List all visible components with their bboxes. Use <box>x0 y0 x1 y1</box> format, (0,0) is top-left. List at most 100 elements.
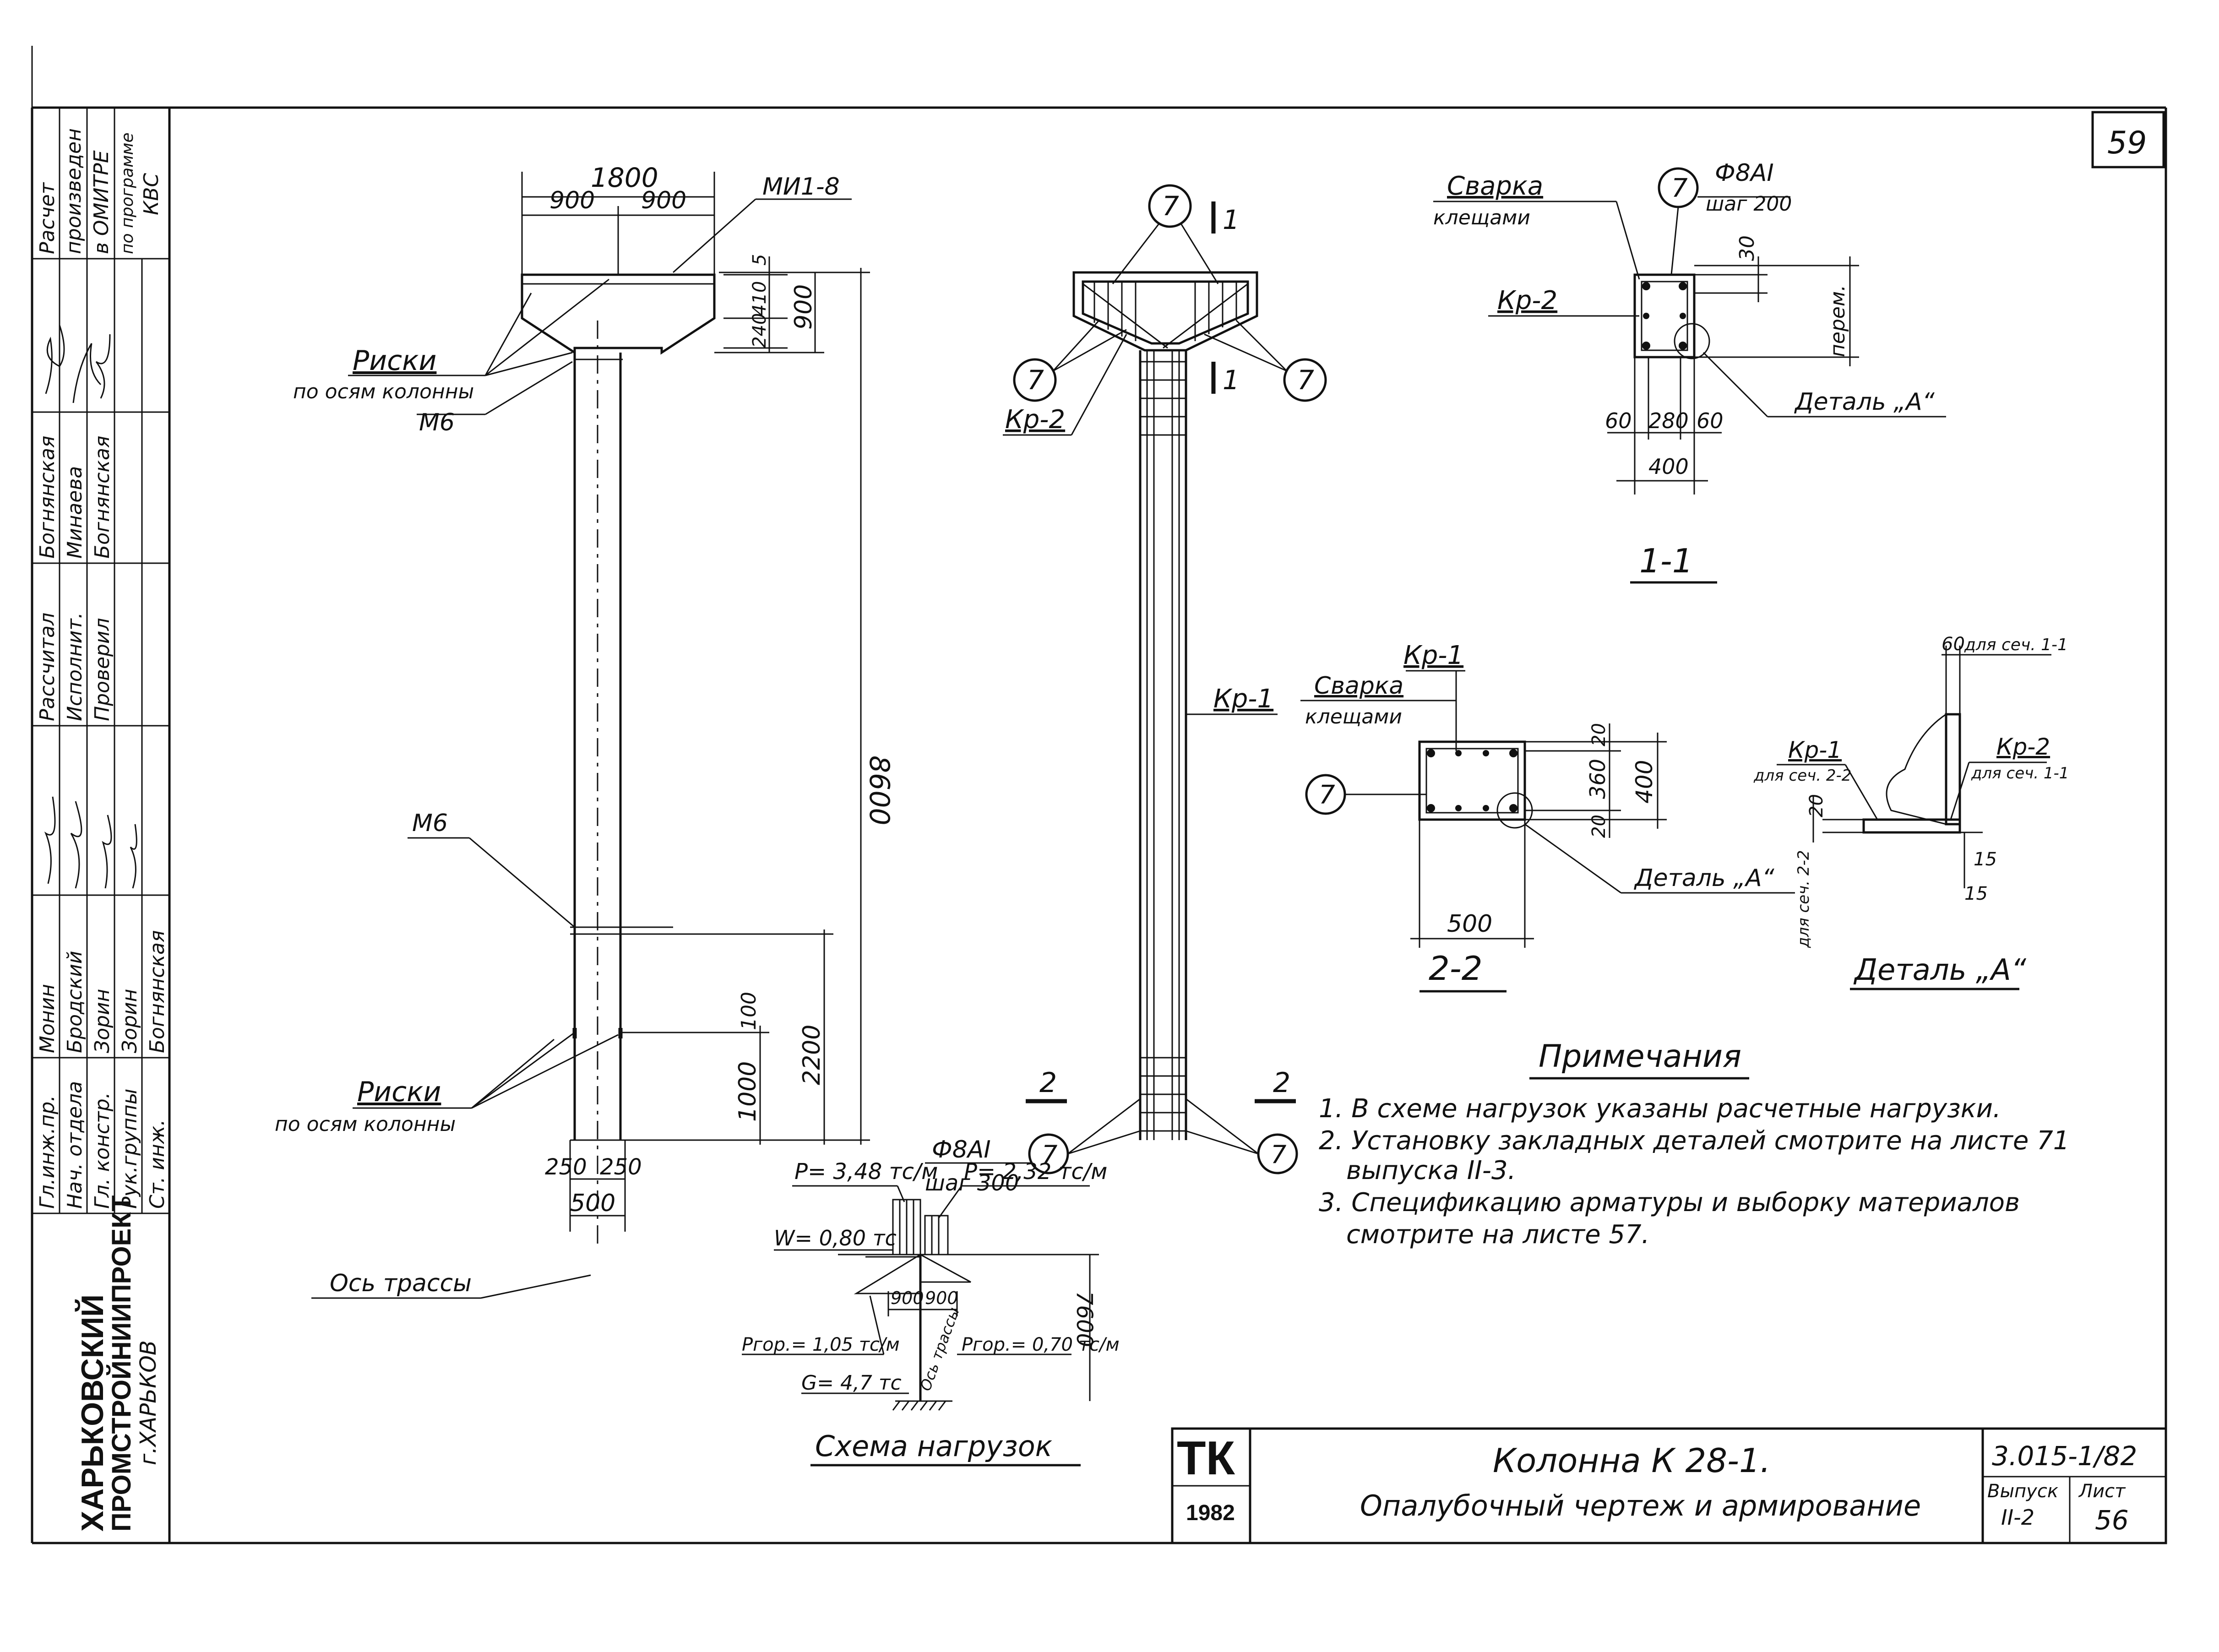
stamp-name: Монин <box>36 984 59 1053</box>
shaft-stirrups-bottom <box>1140 1057 1186 1132</box>
stamp-approval-line3: в ОМИТРЕ <box>90 150 113 254</box>
dim-250-right: 250 <box>600 1154 642 1180</box>
label-riski-top: Риски <box>353 345 436 377</box>
shaft-stirrups-top <box>1140 361 1186 436</box>
title-year: 1982 <box>1186 1501 1235 1525</box>
stamp-approval-line5: КВС <box>140 173 163 215</box>
title-sec11: 1-1 <box>1639 542 1693 580</box>
title-sec22: 2-2 <box>1429 949 1483 988</box>
label-kr2-sec11: Кр-2 <box>1497 286 1557 315</box>
label-for-11-top: для сеч. 1-1 <box>1964 636 2068 654</box>
dim-500: 500 <box>570 1190 615 1217</box>
note-2: 2. Установку закладных деталей смотрите … <box>1319 1126 2069 1156</box>
stamp-approval-line4: по программе <box>118 132 137 254</box>
sec-1-mark-top: 1 <box>1223 204 1240 235</box>
load-p-left: P= 3,48 тс/м <box>794 1159 938 1185</box>
label-for-11: для сеч. 1-1 <box>1971 764 2069 783</box>
dim-900: 900 <box>790 284 817 330</box>
label-weld-22: Сварка <box>1314 672 1403 700</box>
support-hatch <box>892 1401 946 1411</box>
dim-280-sec11: 280 <box>1648 408 1689 433</box>
load-w: W= 0,80 тс <box>774 1226 897 1250</box>
label-kr1-sec22: Кр-1 <box>1403 641 1463 670</box>
note-2b: выпуска II-3. <box>1346 1156 1516 1185</box>
dim-15a: 15 <box>1974 849 1997 870</box>
org-name-line1: ХАРЬКОВСКИЙ <box>75 1294 110 1532</box>
dim-400-sec11: 400 <box>1648 454 1689 479</box>
stamp-name: Богнянская <box>91 436 114 559</box>
label-riski-top-sub: по осям колонны <box>293 380 474 403</box>
load-p-right: P= 2,32 тс/м <box>964 1159 1107 1185</box>
load-scheme: P= 3,48 тс/м P= 2,32 тс/м W= 0,80 тс 900… <box>742 1159 1120 1467</box>
note-3: 3. Спецификацию арматуры и выборку матер… <box>1319 1188 2020 1217</box>
step-300: шаг 300 <box>925 1170 1019 1196</box>
stamp-role: Рассчитал <box>36 613 59 721</box>
dim-400-sec22: 400 <box>1631 760 1658 804</box>
pos-7-top: 7 <box>1162 190 1179 222</box>
label-detail-a-sec11: Деталь „А“ <box>1794 388 1935 416</box>
label-detail-a-sec22: Деталь „А“ <box>1634 864 1775 892</box>
stamp-role: Исполнит. <box>63 612 87 721</box>
label-kr2: Кр-2 <box>1005 405 1065 435</box>
stamp-approval-line2: произведен <box>62 128 86 254</box>
label-weld-11-sub: клещами <box>1433 206 1530 229</box>
stamp-name: Зорин <box>118 989 141 1053</box>
stamp-name: Бродский <box>63 951 87 1053</box>
dim-20t-sec22: 20 <box>1588 723 1610 746</box>
dim-250-left: 250 <box>545 1154 587 1180</box>
pos-7-sec22: 7 <box>1319 780 1335 810</box>
dim-100: 100 <box>737 992 761 1030</box>
stamp-role: Нач. отдела <box>63 1081 87 1209</box>
bar-f8ai-200: Ф8АI <box>1715 159 1774 187</box>
reinforcement-view: 7 7 7 1 1 Кр-2 Кр-1 2 2 7 7 <box>925 184 1327 1196</box>
load-axis: Ось трассы <box>917 1305 963 1393</box>
left-stamp: Расчет произведен в ОМИТРЕ по программе … <box>32 108 169 1532</box>
label-for-22: для сеч. 2-2 <box>1753 766 1851 785</box>
stamp-role: Проверил <box>91 618 114 721</box>
signature-marks <box>44 325 137 889</box>
column-elevation: 1800 900 900 МИ1-8 5 410 240 900 8600 <box>275 162 895 1299</box>
sheet-number: 59 <box>2107 125 2147 161</box>
title-subtitle: Опалубочный чертеж и армирование <box>1360 1489 1921 1522</box>
dim-60r-sec11: 60 <box>1697 408 1724 433</box>
title-name: Колонна К 28-1. <box>1493 1441 1771 1480</box>
detail-a: 60 для сеч. 1-1 Кр-1 для сеч. 2-2 Кр-2 д… <box>1753 634 2069 990</box>
label-riski-bottom: Риски <box>357 1076 441 1108</box>
dim-900-left: 900 <box>549 187 595 214</box>
sec-2-mark-left: 2 <box>1039 1067 1057 1099</box>
stamp-role: Гл.инж.пр. <box>36 1095 59 1209</box>
dim-360-sec22: 360 <box>1585 759 1610 799</box>
label-weld-11: Сварка <box>1447 171 1543 201</box>
note-3b: смотрите на листе 57. <box>1346 1220 1649 1250</box>
sec-1-mark-bottom: 1 <box>1223 364 1240 396</box>
sheet-number-box: 59 <box>2091 111 2165 168</box>
pos-7-right: 7 <box>1297 364 1314 396</box>
dim-900-right: 900 <box>641 187 686 214</box>
dim-1000: 1000 <box>734 1061 761 1122</box>
dim-900-load-l: 900 <box>891 1288 924 1308</box>
pos-7-left: 7 <box>1027 364 1044 396</box>
stamp-role: Гл. констр. <box>91 1092 114 1209</box>
stamp-role: Ст. инж. <box>146 1119 169 1209</box>
dim-5: 5 <box>749 254 770 266</box>
label-for-22-side: для сеч. 2-2 <box>1795 850 1813 948</box>
label-m6-mid: М6 <box>412 810 448 837</box>
label-axis: Ось трассы <box>330 1270 472 1297</box>
dim-20b-sec22: 20 <box>1588 815 1610 838</box>
stamp-name: Богнянская <box>36 436 59 559</box>
dim-60-detail: 60 <box>1942 634 1965 655</box>
dim-15b: 15 <box>1964 883 1988 904</box>
stamp-role: Рук.группы <box>118 1089 141 1209</box>
dim-2200: 2200 <box>798 1025 826 1085</box>
dim-7600: 7600 <box>1071 1291 1097 1347</box>
dim-240: 240 <box>749 313 770 348</box>
label-kr1-detail: Кр-1 <box>1788 737 1842 763</box>
note-1: 1. В схеме нагрузок указаны расчетные на… <box>1319 1094 2001 1124</box>
bar-f8ai-300: Ф8АI <box>932 1136 991 1163</box>
dim-perem: перем. <box>1826 285 1849 357</box>
section-2-2: Кр-1 Сварка клещами 7 20 360 20 400 500 … <box>1300 641 1795 993</box>
title-sheet: 56 <box>2095 1505 2129 1536</box>
label-riski-bottom-sub: по осям колонны <box>275 1113 456 1136</box>
title-code: 3.015-1/82 <box>1992 1440 2137 1472</box>
